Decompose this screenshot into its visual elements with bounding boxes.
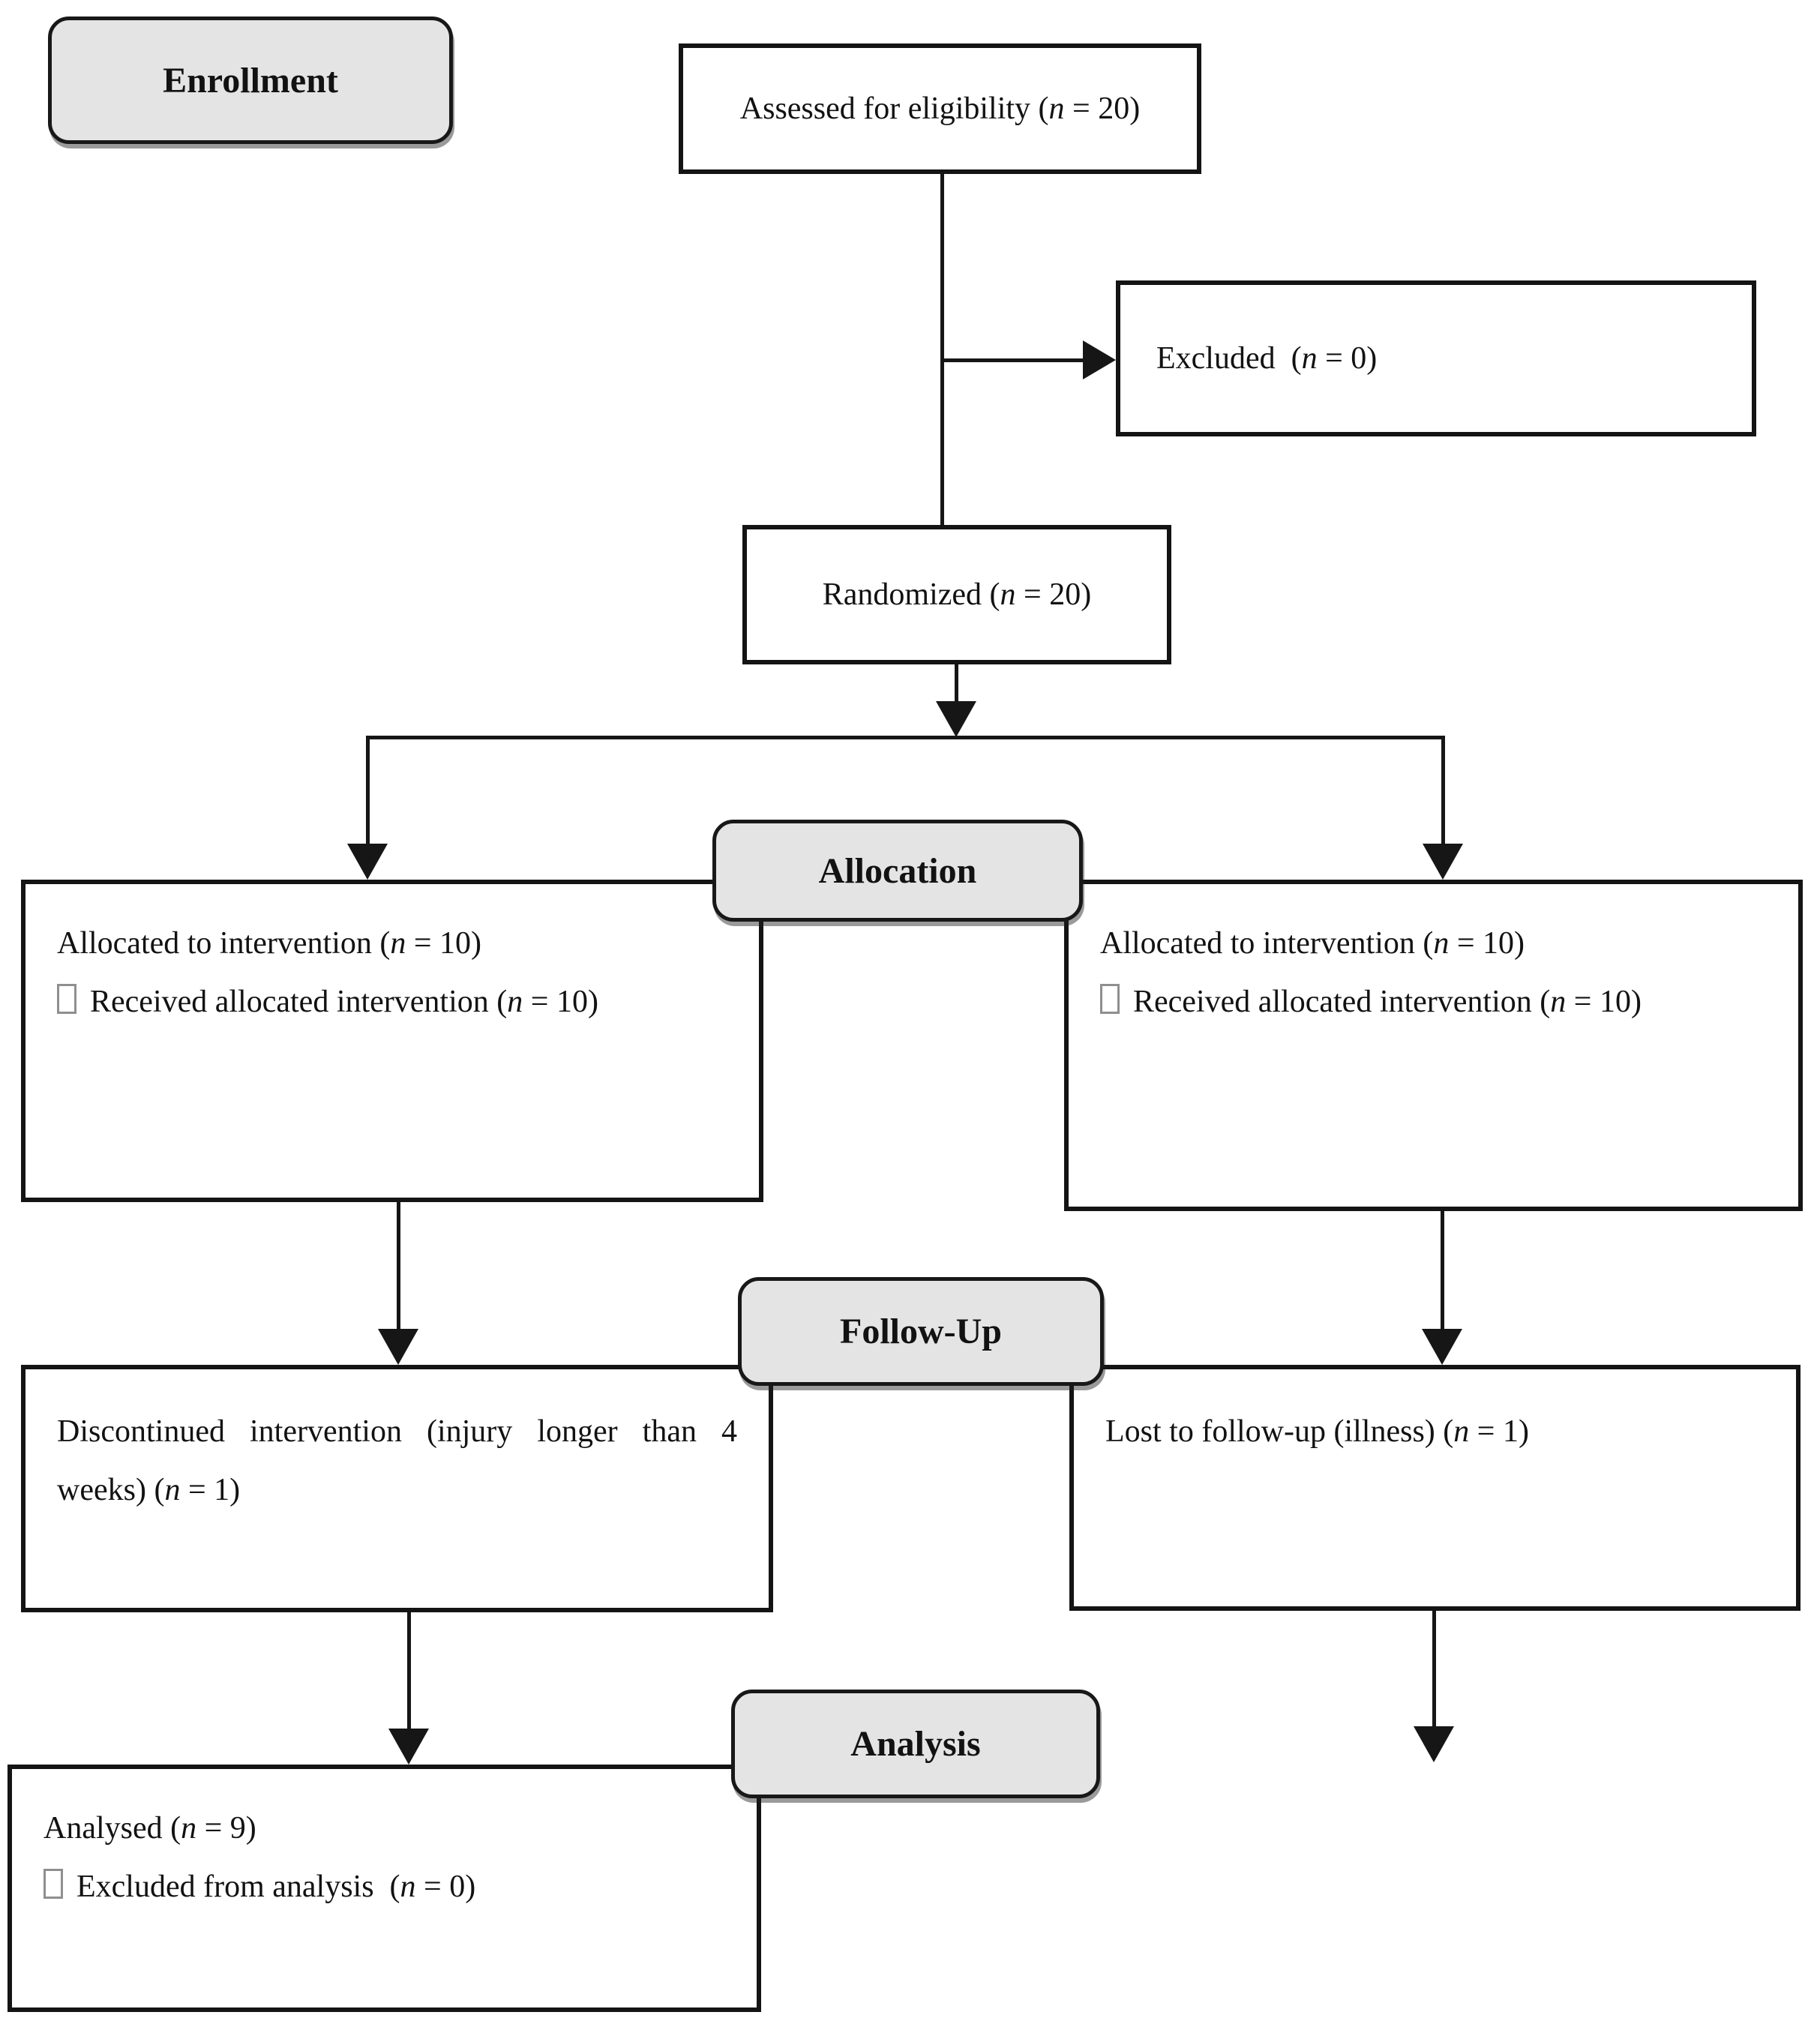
arrowhead-exit-right-icon bbox=[1414, 1726, 1454, 1762]
lost-followup-text: Lost to follow-up (illness) (n = 1) bbox=[1105, 1414, 1529, 1449]
connector-alloc-to-followup-right bbox=[1441, 1211, 1444, 1329]
connector-followup-right-exit bbox=[1432, 1611, 1436, 1726]
connector-to-excluded bbox=[942, 358, 1084, 362]
discontinued-line1: Discontinued intervention (injury longer… bbox=[57, 1414, 737, 1449]
arrowhead-followup-right-icon bbox=[1422, 1329, 1462, 1365]
arrowhead-analysed-icon bbox=[388, 1729, 429, 1765]
connector-alloc-to-followup-left bbox=[397, 1202, 400, 1329]
analysis-label-text: Analysis bbox=[850, 1724, 981, 1764]
allocation-label-text: Allocation bbox=[818, 850, 977, 891]
connector-split-to-alloc-right bbox=[1441, 736, 1445, 844]
followup-label-text: Follow-Up bbox=[840, 1312, 1002, 1351]
missing-glyph-bullet-icon bbox=[1100, 984, 1120, 1014]
missing-glyph-bullet-icon bbox=[43, 1869, 63, 1899]
stage-label-allocation: Allocation bbox=[712, 820, 1083, 922]
analysed-line1: Analysed (n = 9) bbox=[43, 1811, 256, 1846]
excluded-text: Excluded (n = 0) bbox=[1156, 341, 1378, 376]
box-excluded: Excluded (n = 0) bbox=[1116, 280, 1756, 436]
missing-glyph-bullet-icon bbox=[57, 984, 76, 1014]
box-lost-followup: Lost to follow-up (illness) (n = 1) bbox=[1069, 1365, 1801, 1611]
analysed-line2: Excluded from analysis (n = 0) bbox=[43, 1867, 734, 1907]
box-assessed: Assessed for eligibility (n = 20) bbox=[679, 43, 1201, 174]
randomized-text: Randomized (n = 20) bbox=[822, 577, 1092, 612]
stage-label-followup: Follow-Up bbox=[738, 1277, 1104, 1386]
arrowhead-excluded-icon bbox=[1083, 340, 1116, 379]
stage-label-enrollment: Enrollment bbox=[48, 16, 453, 144]
box-discontinued: Discontinued intervention (injury longer… bbox=[21, 1365, 773, 1612]
assessed-text: Assessed for eligibility (n = 20) bbox=[739, 91, 1141, 126]
connector-assessed-to-randomized bbox=[940, 174, 944, 526]
allocated-right-line1: Allocated to intervention (n = 10) bbox=[1100, 926, 1525, 961]
allocated-left-line2: Received allocated intervention (n = 10) bbox=[57, 982, 736, 1022]
arrowhead-alloc-right-icon bbox=[1423, 844, 1463, 880]
enrollment-label-text: Enrollment bbox=[163, 60, 338, 100]
stage-label-analysis: Analysis bbox=[731, 1690, 1100, 1798]
connector-followup-to-analysis-left bbox=[407, 1612, 411, 1729]
split-horizontal-line bbox=[366, 736, 1445, 739]
connector-split-to-alloc-left bbox=[366, 736, 370, 844]
box-analysed: Analysed (n = 9) Excluded from analysis … bbox=[7, 1765, 761, 2012]
arrowhead-followup-left-icon bbox=[378, 1329, 418, 1365]
arrowhead-split-icon bbox=[936, 701, 976, 737]
box-allocated-right: Allocated to intervention (n = 10) Recei… bbox=[1064, 880, 1803, 1211]
allocated-left-line1: Allocated to intervention (n = 10) bbox=[57, 926, 482, 961]
arrowhead-alloc-left-icon bbox=[347, 844, 388, 880]
connector-randomized-to-split bbox=[955, 664, 958, 703]
discontinued-line2: weeks) (n = 1) bbox=[57, 1473, 241, 1507]
box-randomized: Randomized (n = 20) bbox=[742, 525, 1171, 664]
box-allocated-left: Allocated to intervention (n = 10) Recei… bbox=[21, 880, 763, 1202]
allocated-right-line2: Received allocated intervention (n = 10) bbox=[1100, 982, 1776, 1022]
